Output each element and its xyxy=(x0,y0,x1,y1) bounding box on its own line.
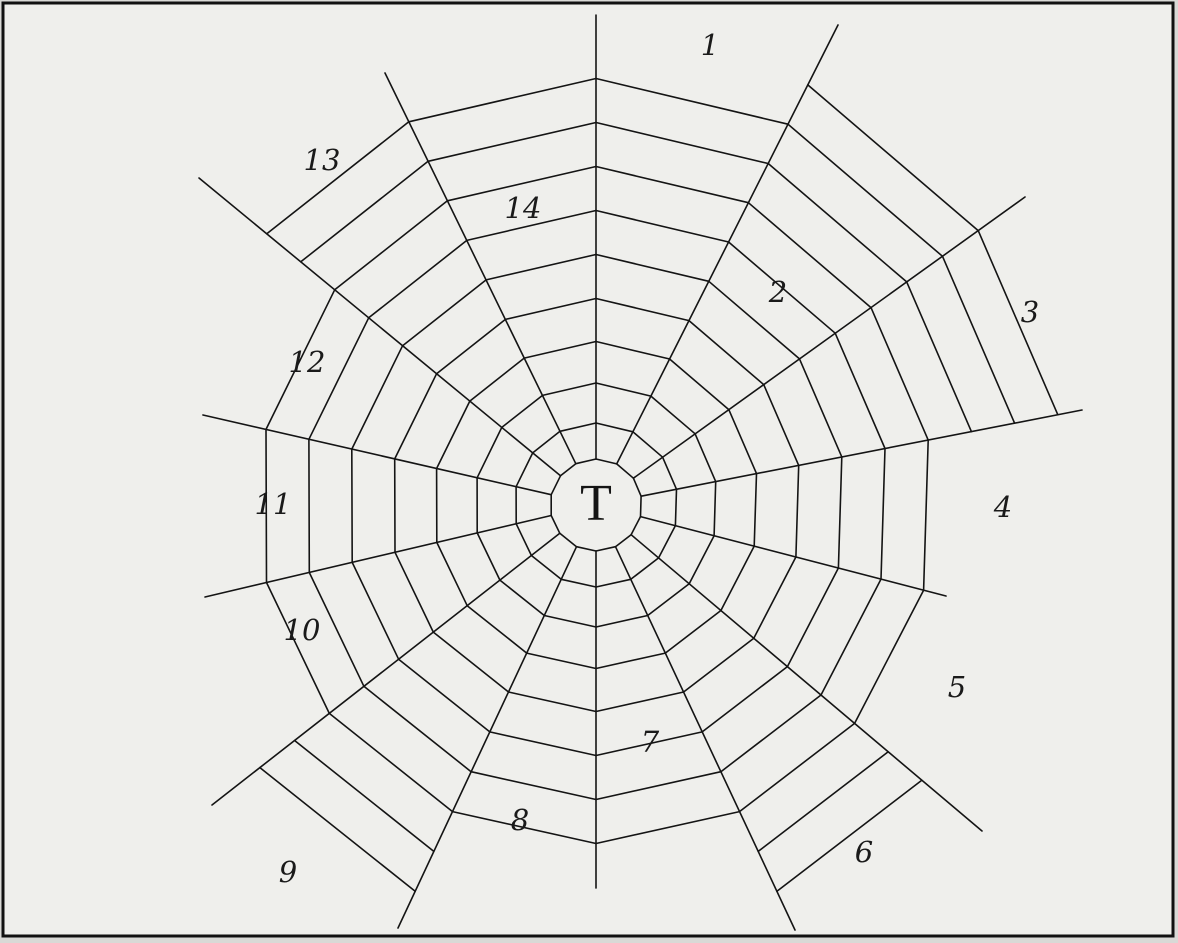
sector-label-3: 3 xyxy=(1021,295,1039,329)
sector-label-4: 4 xyxy=(993,490,1012,524)
sector-label-13: 13 xyxy=(304,143,341,177)
sector-label-7: 7 xyxy=(641,725,660,759)
sector-label-14: 14 xyxy=(505,191,542,225)
sector-label-2: 2 xyxy=(768,275,787,309)
sector-label-1: 1 xyxy=(701,28,719,62)
paper-frame xyxy=(3,3,1173,936)
sector-label-5: 5 xyxy=(948,670,966,704)
sector-label-9: 9 xyxy=(279,855,297,889)
sector-label-11: 11 xyxy=(255,487,292,521)
sector-label-8: 8 xyxy=(511,803,529,837)
center-letter: T xyxy=(580,475,612,532)
sector-label-12: 12 xyxy=(289,345,326,379)
web-rung xyxy=(675,489,676,525)
sector-label-10: 10 xyxy=(284,613,321,647)
sector-label-6: 6 xyxy=(855,835,873,869)
